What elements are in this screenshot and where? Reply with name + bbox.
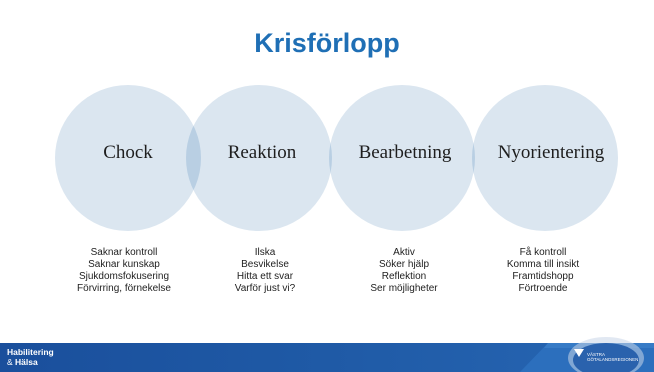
phase-items-nyorientering: Få kontroll Komma till insikt Framtidsho… bbox=[468, 247, 618, 295]
phase-label-nyorientering: Nyorientering bbox=[497, 142, 605, 163]
phase-items-chock: Saknar kontroll Saknar kunskap Sjukdomsf… bbox=[49, 247, 199, 295]
list-item: Förtroende bbox=[518, 283, 568, 294]
footer-wave bbox=[520, 343, 654, 372]
phase-label-chock: Chock bbox=[103, 142, 153, 163]
phase-label-bearbetning: Bearbetning bbox=[358, 142, 452, 163]
list-item: Ilska bbox=[254, 247, 276, 258]
list-item: Saknar kunskap bbox=[88, 259, 160, 270]
brand-logo: Habilitering & Hälsa bbox=[7, 347, 54, 367]
vgr-logo-text: VÄSTRA GÖTALANDSREGIONEN bbox=[587, 352, 638, 362]
list-item: Sjukdomsfokusering bbox=[78, 271, 170, 282]
list-item: Aktiv bbox=[393, 247, 415, 258]
list-item: Varför just vi? bbox=[234, 283, 296, 294]
phase-circle-nyorientering bbox=[472, 85, 618, 231]
list-item: Få kontroll bbox=[519, 247, 567, 258]
phase-items-bearbetning: Aktiv Söker hjälp Reflektion Ser möjligh… bbox=[329, 247, 479, 295]
list-item: Reflektion bbox=[381, 271, 427, 282]
vgr-logo-line2: GÖTALANDSREGIONEN bbox=[587, 357, 639, 362]
slide-title: Krisförlopp bbox=[254, 28, 400, 58]
phase-items-reaktion: Ilska Besvikelse Hitta ett svar Varför j… bbox=[190, 247, 340, 295]
list-item: Hitta ett svar bbox=[236, 271, 294, 282]
list-item: Söker hjälp bbox=[378, 259, 430, 270]
phase-circle-chock bbox=[55, 85, 201, 231]
list-item: Framtidshopp bbox=[512, 271, 574, 282]
vgr-logo-emblem bbox=[568, 337, 644, 372]
list-item: Komma till insikt bbox=[506, 259, 580, 270]
brand-line2: & Hälsa bbox=[7, 357, 54, 367]
phase-circle-reaktion bbox=[186, 85, 332, 231]
phase-label-reaktion: Reaktion bbox=[227, 142, 297, 163]
list-item: Besvikelse bbox=[241, 259, 289, 270]
brand-line2-text: Hälsa bbox=[15, 357, 38, 367]
list-item: Förvirring, förnekelse bbox=[77, 283, 171, 294]
list-item: Ser möjligheter bbox=[370, 283, 438, 294]
list-item: Saknar kontroll bbox=[90, 247, 158, 258]
brand-amp: & bbox=[7, 357, 13, 367]
brand-line1: Habilitering bbox=[7, 347, 54, 357]
vgr-logo-line1: VÄSTRA bbox=[587, 352, 606, 357]
phase-circle-bearbetning bbox=[329, 85, 475, 231]
vgr-flag-icon bbox=[574, 349, 584, 357]
